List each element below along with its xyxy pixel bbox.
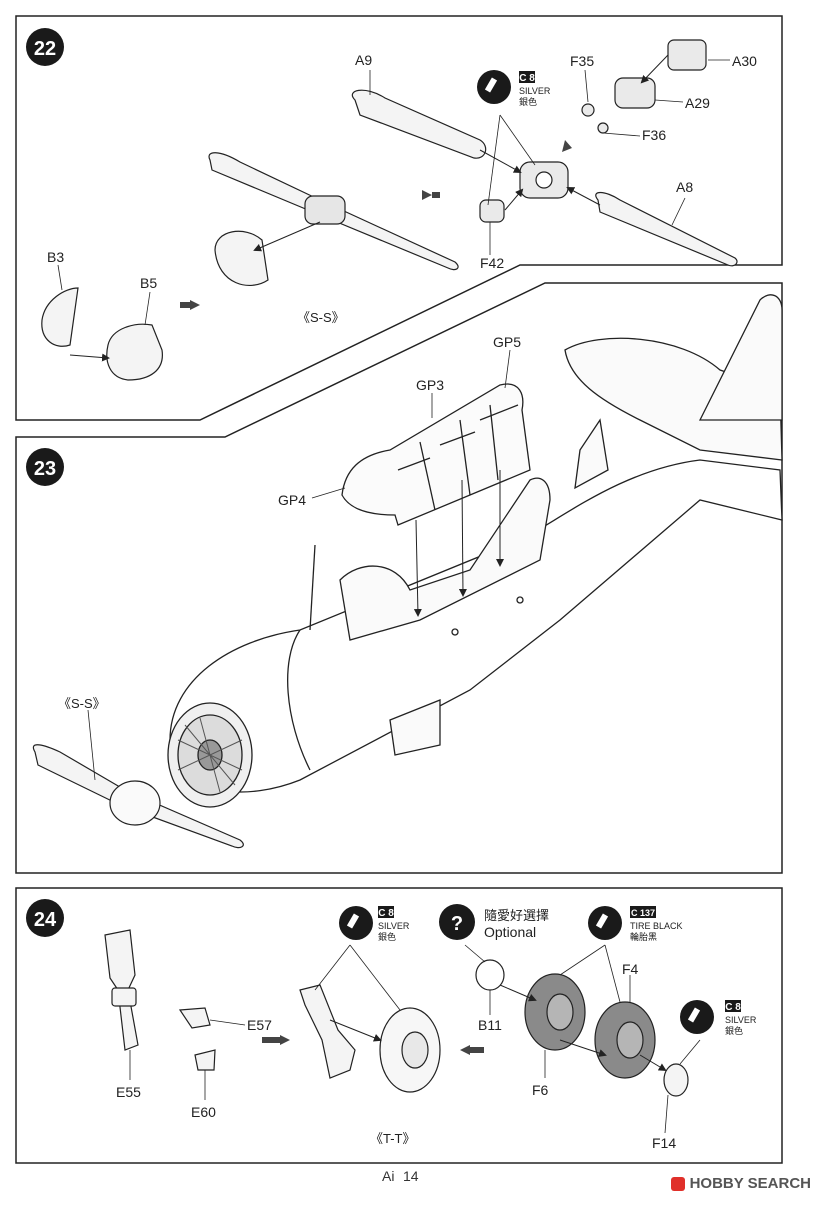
optional-text-local: 隨愛好選擇 [484,908,549,923]
label-gp5: GP5 [493,334,521,350]
hobby-search-logo-icon [670,1176,685,1191]
step-23-aircraft [169,294,783,793]
step-23-view-label: 《S-S》 [58,696,106,711]
watermark-text: HOBBY SEARCH [689,1175,811,1192]
step-23-frame [15,282,783,874]
label-a29: A29 [685,95,710,111]
label-e60: E60 [191,1104,216,1120]
label-f14: F14 [652,1135,676,1151]
step-22-view-label: 《S-S》 [297,310,345,325]
step-24-badge: 24 [26,899,64,937]
label-a9: A9 [355,52,372,68]
step-22-move-arrows [180,140,572,310]
step-24-frame [15,887,783,1164]
step-24-arrows [329,984,667,1072]
step-24-view-label: 《T-T》 [370,1131,416,1146]
step-23-badge: 23 [26,448,64,486]
label-e57: E57 [247,1017,272,1033]
step-24-silver-name: SILVER [378,921,410,931]
step-24-silver-2-name: SILVER [725,1015,757,1025]
step-24-silver-2-code: C 8 [725,1002,741,1013]
step-24-strut-e55 [104,929,216,1071]
step-23-arrows [413,470,504,617]
footer-prefix: Ai [382,1168,395,1184]
step-22-paint-badge: C 8 SILVER 銀色 [477,70,551,107]
label-f42: F42 [480,255,504,271]
step-22-arrows [69,54,669,362]
step-24-paint-silver-2-badge: C 8 SILVER 銀色 [680,1000,757,1036]
question-icon: ? [451,913,463,935]
step-24-paint-black-badge: C 137 TIRE BLACK 輪胎黑 [588,906,683,942]
step-23-number: 23 [34,458,56,480]
step-24-leaders [129,944,701,1134]
step-23-canopy [341,383,531,526]
step-22-propeller-a9 [351,89,487,159]
step-24-black-name-local: 輪胎黑 [630,931,657,942]
label-gp3: GP3 [416,377,444,393]
step-24-move-arrows [262,1035,484,1055]
step-24-silver-2-name-local: 銀色 [725,1025,743,1036]
step-22-number: 22 [34,38,56,60]
step-24-silver-name-local: 銀色 [378,931,396,942]
label-a8: A8 [676,179,693,195]
step-22-spinner-b3-b5 [41,287,163,381]
step-22-paint-code: C 8 [519,73,535,84]
label-b5: B5 [140,275,157,291]
label-b11: B11 [478,1017,502,1033]
label-f35: F35 [570,53,594,69]
step-22-badge: 22 [26,28,64,66]
optional-text: Optional [484,924,536,940]
step-24-black-code: C 137 [631,908,655,918]
label-gp4: GP4 [278,492,306,508]
hobby-search-watermark: HOBBY SEARCH [670,1175,811,1192]
step-24-paint-silver-badge: C 8 SILVER 銀色 [339,906,410,942]
step-24-number: 24 [34,909,57,931]
step-23-engine-cowling [167,702,253,808]
step-22-hub [479,39,707,223]
step-24-gear-assembled [299,984,441,1093]
step-22-frame [15,15,783,421]
step-22-paint-name-local: 銀色 [519,96,537,107]
step-22-assembled-prop [208,152,459,287]
step-22-paint-name: SILVER [519,86,551,96]
step-24-optional-badge: ? 隨愛好選擇 Optional [439,904,549,940]
step-23-labels: GP5 GP3 GP4 《S-S》 [58,334,521,711]
step-24-wheels [475,959,689,1097]
label-b3: B3 [47,249,64,265]
label-e55: E55 [116,1084,141,1100]
label-f4: F4 [622,961,639,977]
step-23-leaders [87,349,511,781]
step-22-labels: A9 F35 A30 A29 F36 A8 F42 B3 B5 《S-S》 [47,52,757,325]
page-number: 14 [403,1168,419,1184]
label-a30: A30 [732,53,757,69]
label-f36: F36 [642,127,666,143]
label-f6: F6 [532,1082,549,1098]
step-24-black-name: TIRE BLACK [630,921,683,931]
step-22-leaders [57,59,730,326]
step-24-labels: E57 E55 E60 B11 F4 F6 F14 《T-T》 [116,961,676,1151]
step-23-propeller [32,744,244,849]
step-24-silver-code: C 8 [378,908,394,919]
step-22-propeller-a8 [595,191,738,267]
